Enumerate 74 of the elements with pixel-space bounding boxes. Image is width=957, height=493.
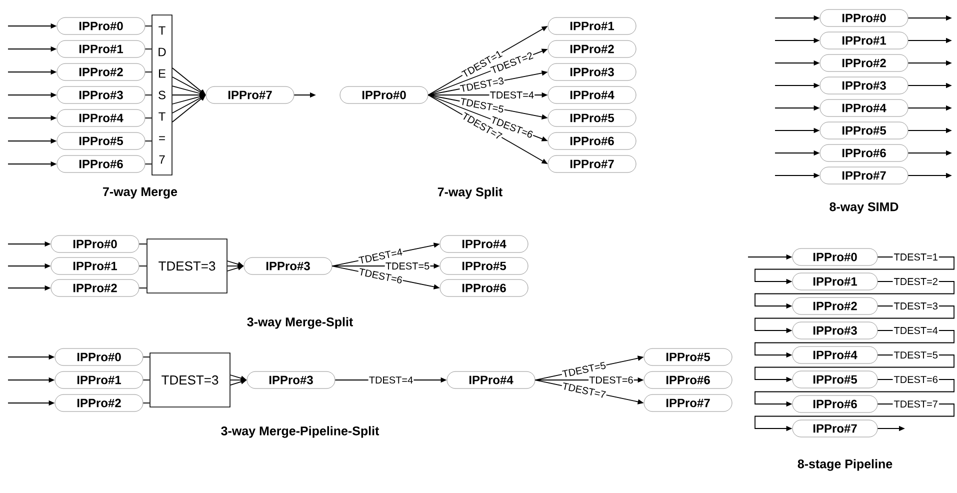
caption: 7-way Merge	[103, 187, 178, 199]
router-box: TDEST=3	[146, 238, 228, 294]
router-box: TDEST=3	[150, 352, 230, 408]
processor-box: IPPro#0	[820, 9, 908, 27]
processor-box: IPPro#5	[644, 348, 732, 366]
caption: 3-way Merge-Pipeline-Split	[221, 426, 380, 438]
connector-line	[144, 48, 152, 50]
router-box: TDEST=7	[152, 14, 172, 176]
processor-box: IPPro#3	[246, 371, 336, 389]
processor-box: IPPro#4	[56, 109, 146, 127]
caption: 7-way Split	[438, 187, 502, 199]
processor-box: IPPro#6	[548, 132, 636, 150]
processor-box: IPPro#3	[244, 257, 332, 275]
processor-box: IPPro#5	[820, 122, 908, 140]
processor-box: IPPro#6	[440, 279, 528, 297]
connector-line	[142, 402, 150, 404]
processor-box: IPPro#0	[50, 235, 140, 253]
processor-box: IPPro#1	[50, 257, 140, 275]
processor-box: IPPro#3	[56, 86, 146, 104]
processor-box: IPPro#4	[792, 346, 878, 364]
processor-box: IPPro#4	[440, 235, 528, 253]
processor-box: IPPro#5	[548, 109, 636, 127]
processor-box: IPPro#5	[792, 370, 878, 388]
edge-label: TDEST=6	[588, 376, 634, 384]
processor-box: IPPro#2	[548, 40, 636, 58]
processor-box: IPPro#7	[206, 86, 294, 104]
edge-label: TDEST=2	[892, 276, 939, 286]
processor-box: IPPro#1	[56, 40, 146, 58]
edge-label: TDEST=7	[892, 399, 939, 409]
caption: 8-way SIMD	[830, 202, 898, 214]
processor-box: IPPro#3	[820, 76, 908, 94]
processor-box: IPPro#7	[820, 166, 908, 184]
processor-box: IPPro#2	[54, 394, 144, 412]
processor-box: IPPro#0	[56, 17, 146, 35]
processor-box: IPPro#7	[792, 420, 878, 438]
processor-box: IPPro#6	[56, 155, 146, 173]
processor-box: IPPro#7	[644, 394, 732, 412]
processor-box: IPPro#1	[54, 371, 144, 389]
edge-label: TDEST=3	[458, 76, 506, 93]
connector-line	[142, 356, 150, 358]
edge-label: TDEST=1	[892, 252, 939, 262]
processor-box: IPPro#7	[548, 155, 636, 173]
caption: 8-stage Pipeline	[798, 459, 892, 471]
edge-label: TDEST=4	[892, 326, 939, 336]
edge-label: TDEST=5	[892, 350, 939, 360]
processor-box: IPPro#2	[50, 279, 140, 297]
processor-box: IPPro#4	[446, 371, 536, 389]
processor-box: IPPro#2	[820, 54, 908, 72]
caption: 3-way Merge-Split	[247, 317, 353, 329]
processor-box: IPPro#4	[820, 99, 908, 117]
processor-box: IPPro#5	[56, 132, 146, 150]
processor-box: IPPro#4	[548, 86, 636, 104]
processor-box: IPPro#2	[792, 297, 878, 315]
edge-label: TDEST=4	[489, 90, 535, 100]
processor-box: IPPro#0	[792, 248, 878, 266]
processor-box: IPPro#6	[792, 395, 878, 413]
edge-label: TDEST=3	[892, 301, 939, 311]
processor-box: IPPro#6	[644, 371, 732, 389]
edge-label: TDEST=5	[384, 262, 430, 270]
edge-label: TDEST=4	[368, 376, 414, 384]
processor-box: IPPro#1	[548, 17, 636, 35]
connector-line	[144, 140, 152, 142]
edge-label: TDEST=6	[892, 374, 939, 384]
connector-line	[144, 94, 152, 96]
processor-box: IPPro#1	[820, 32, 908, 50]
processor-box: IPPro#0	[340, 86, 428, 104]
edge-label: TDEST=5	[458, 97, 506, 114]
processor-box: IPPro#3	[548, 63, 636, 81]
processor-box: IPPro#3	[792, 322, 878, 340]
processor-box: IPPro#5	[440, 257, 528, 275]
processor-box: IPPro#2	[56, 63, 146, 81]
processor-box: IPPro#1	[792, 272, 878, 290]
processor-box: IPPro#0	[54, 348, 144, 366]
processor-box: IPPro#6	[820, 144, 908, 162]
